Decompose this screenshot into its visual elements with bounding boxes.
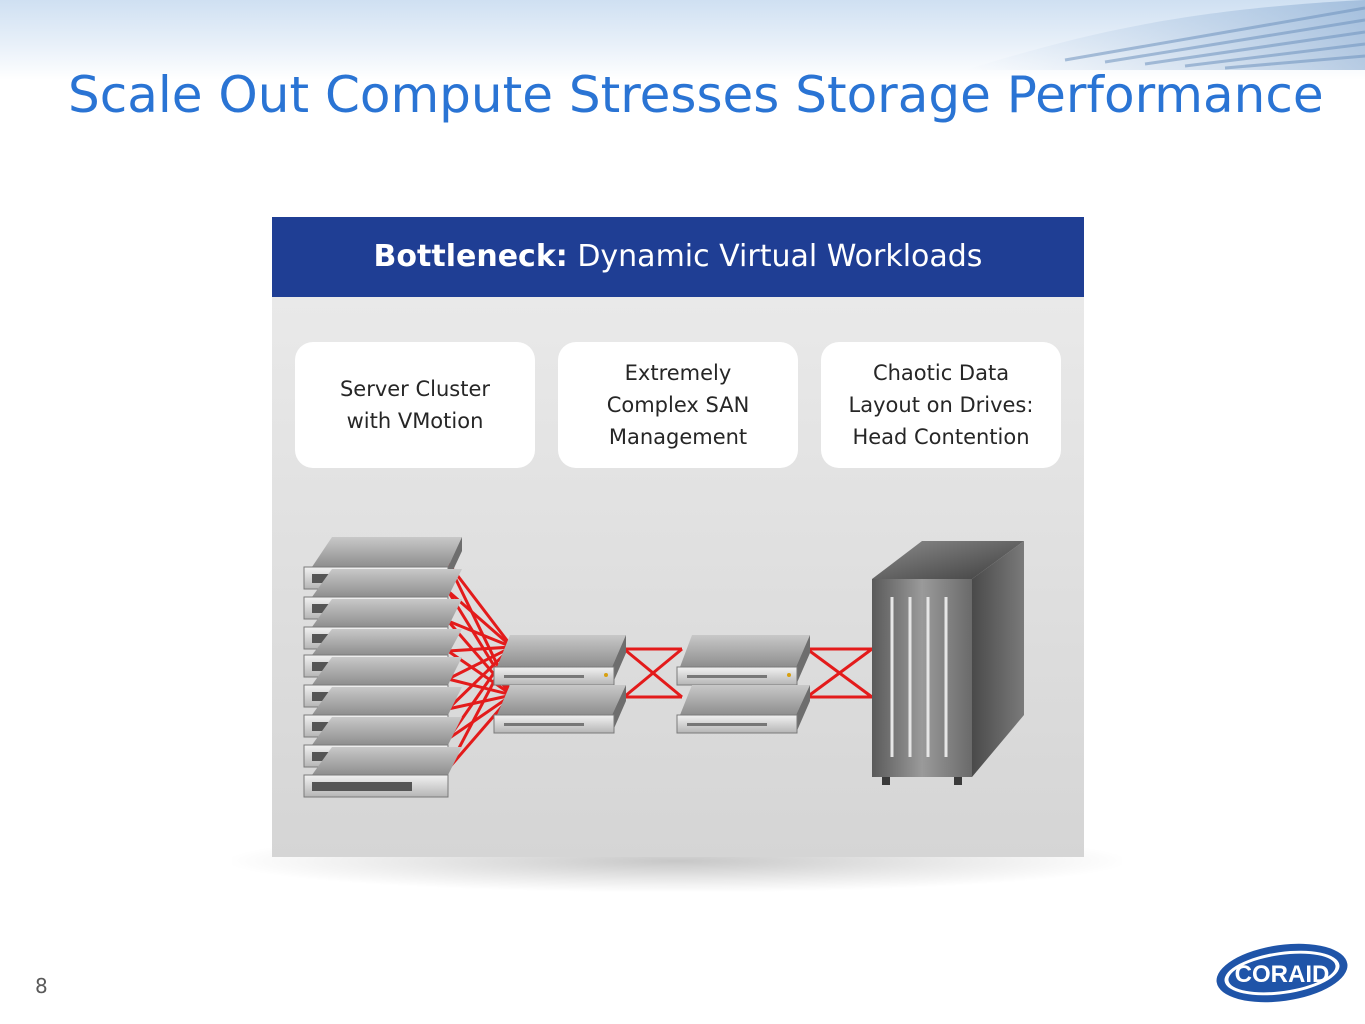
header-text: Dynamic Virtual Workloads	[567, 239, 983, 274]
data-layout-box: Chaotic Data Layout on Drives: Head Cont…	[821, 342, 1061, 468]
coraid-logo-icon: CORAID	[1216, 943, 1348, 1003]
san-switch-right-icon	[676, 635, 810, 734]
decorative-wave-icon	[965, 0, 1365, 70]
san-management-box: Extremely Complex SAN Management	[558, 342, 798, 468]
san-switch-icon	[493, 685, 626, 734]
links-switches-to-storage	[806, 647, 873, 699]
san-switch-icon	[493, 635, 626, 686]
panel-header: Bottleneck: Dynamic Virtual Workloads	[272, 217, 1084, 297]
storage-tower-icon	[872, 541, 1024, 785]
san-switch-icon	[676, 635, 810, 686]
server-cluster-icon	[303, 537, 462, 798]
logo-text: CORAID	[1235, 961, 1330, 988]
page-number: 8	[35, 974, 48, 998]
san-management-label: Extremely Complex SAN Management	[606, 361, 750, 449]
network-diagram	[303, 537, 1024, 798]
san-switch-icon	[676, 685, 810, 734]
server-rack-icon	[303, 747, 462, 798]
san-switch-left-icon	[493, 635, 626, 734]
server-cluster-label: Server Cluster with VMotion	[339, 377, 491, 433]
diagram-panel: Bottleneck: Dynamic Virtual Workloads Se…	[272, 217, 1084, 857]
server-cluster-box: Server Cluster with VMotion	[295, 342, 535, 468]
data-layout-label: Chaotic Data Layout on Drives: Head Cont…	[848, 361, 1034, 449]
links-between-switches	[623, 647, 683, 699]
page-title: Scale Out Compute Stresses Storage Perfo…	[68, 66, 1324, 124]
header-bold-text: Bottleneck:	[373, 239, 568, 274]
